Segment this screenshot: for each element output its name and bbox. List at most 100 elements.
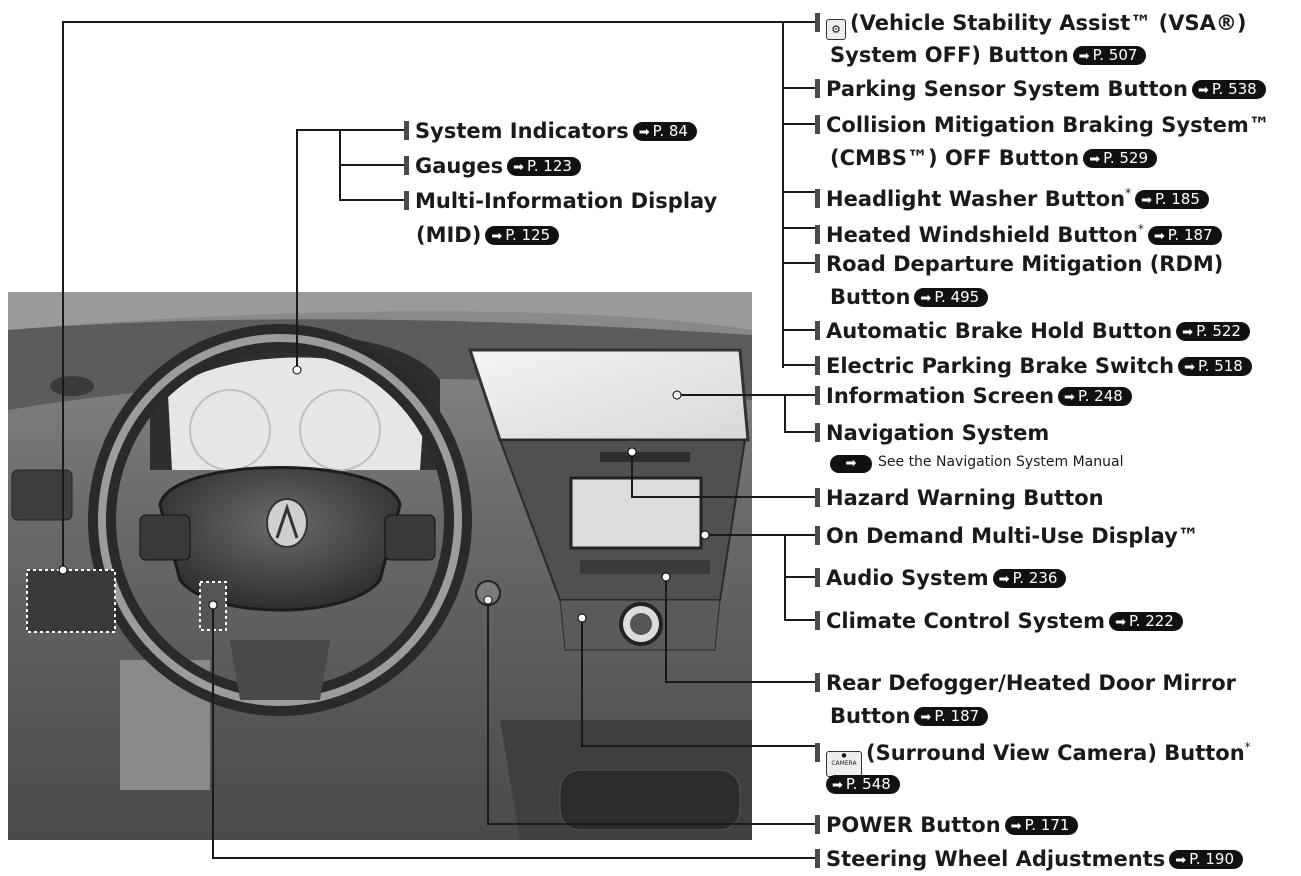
label-cmbs-line1: Collision Mitigation Braking System™ <box>815 112 1270 138</box>
label-navigation: Navigation System <box>815 420 1049 446</box>
leader-line-vsa <box>62 21 815 570</box>
label-rdm-line1: Road Departure Mitigation (RDM) <box>815 251 1223 277</box>
left-switch-panel <box>26 569 116 633</box>
label-text: Button <box>830 704 911 728</box>
leader-line-power <box>487 600 815 825</box>
gauge-face <box>168 357 425 470</box>
label-text: Audio System <box>826 566 989 590</box>
label-text: Hazard Warning Button <box>826 486 1104 510</box>
label-text: (Surround View Camera) Button <box>866 741 1245 765</box>
navigation-note: ➡See the Navigation System Manual <box>830 454 1123 473</box>
label-camera-line1: ●CAMERA(Surround View Camera) Button* <box>815 734 1251 777</box>
page-ref-badge[interactable]: ➡P. 495 <box>914 288 989 307</box>
label-camera-line2: ➡P. 548 <box>826 771 900 797</box>
page-ref-badge[interactable]: ➡P. 123 <box>507 157 581 176</box>
asterisk: * <box>1244 740 1251 754</box>
label-text: Headlight Washer Button <box>826 187 1126 211</box>
page-ref-badge[interactable]: ➡P. 222 <box>1109 612 1183 631</box>
arrow-pill-icon: ➡ <box>830 455 872 473</box>
console-tray <box>559 769 741 831</box>
label-mid-line1: Multi-Information Display <box>404 188 717 214</box>
label-headlight-washer: Headlight Washer Button*➡P. 185 <box>815 180 1209 212</box>
label-hazard: Hazard Warning Button <box>815 485 1104 511</box>
page-ref-badge[interactable]: ➡P. 529 <box>1083 149 1158 168</box>
label-system-indicators: System Indicators➡P. 84 <box>404 118 697 144</box>
page-ref-badge[interactable]: ➡P. 518 <box>1178 357 1252 376</box>
label-climate: Climate Control System➡P. 222 <box>815 608 1183 634</box>
hazard-strip <box>600 452 690 462</box>
label-audio: Audio System➡P. 236 <box>815 565 1067 591</box>
label-rdm-line2: Button➡P. 495 <box>830 284 989 310</box>
leader-line-system-indicators <box>296 129 408 370</box>
label-parking-sensor: Parking Sensor System Button➡P. 538 <box>815 76 1266 102</box>
label-brake-hold: Automatic Brake Hold Button➡P. 522 <box>815 318 1250 344</box>
gauge-right <box>299 389 381 471</box>
page-ref-badge[interactable]: ➡P. 125 <box>485 226 560 245</box>
camera-button-icon: ●CAMERA <box>826 751 862 777</box>
label-text: Information Screen <box>826 384 1055 408</box>
page-ref-badge[interactable]: ➡P. 522 <box>1176 322 1250 341</box>
label-text: (Vehicle Stability Assist™ (VSA®) <box>850 11 1247 35</box>
leader-line-mid <box>339 160 408 201</box>
label-text: Multi-Information Display <box>415 189 718 213</box>
label-text: Navigation System <box>826 421 1050 445</box>
page-ref-badge[interactable]: ➡P. 190 <box>1169 850 1243 869</box>
label-text: Electric Parking Brake Switch <box>826 354 1175 378</box>
info-screen-shape <box>467 348 750 442</box>
label-vsa-line1: ⚙(Vehicle Stability Assist™ (VSA®) <box>815 10 1246 40</box>
label-text: Steering Wheel Adjustments <box>826 847 1166 871</box>
page-ref-badge[interactable]: ➡P. 248 <box>1058 387 1132 406</box>
leader-dot <box>292 365 302 375</box>
label-text: (CMBS™) OFF Button <box>830 146 1080 170</box>
page-ref-badge[interactable]: ➡P. 84 <box>632 122 697 141</box>
label-bar <box>815 13 820 32</box>
vsa-off-icon: ⚙ <box>826 19 846 40</box>
page-ref-badge[interactable]: ➡P. 185 <box>1135 190 1209 209</box>
label-text: Automatic Brake Hold Button <box>826 319 1173 343</box>
label-steering-adjust: Steering Wheel Adjustments➡P. 190 <box>815 846 1243 872</box>
label-text: Button <box>830 285 911 309</box>
leader-line-audio-climate <box>784 535 815 621</box>
button-row <box>580 560 710 574</box>
leader-dot <box>672 390 682 400</box>
asterisk: * <box>1125 186 1132 200</box>
label-heated-windshield: Heated Windshield Button*➡P. 187 <box>815 216 1222 248</box>
leader-line-rear-defogger <box>665 577 815 683</box>
leader-dot <box>627 447 637 457</box>
leader-line-navigation <box>784 395 815 433</box>
page-ref-badge[interactable]: ➡P. 171 <box>1004 816 1079 835</box>
label-text: Gauges <box>415 154 504 178</box>
label-text: On Demand Multi-Use Display™ <box>826 524 1199 548</box>
leader-line-steering-adjust <box>212 605 815 859</box>
wheel-right-controls <box>384 514 436 561</box>
label-text: POWER Button <box>826 813 1001 837</box>
leader-dot <box>577 613 587 623</box>
leader-line-hazard <box>631 452 815 498</box>
label-rear-defogger-line2: Button➡P. 187 <box>830 703 989 729</box>
label-vsa-line2: System OFF) Button➡P. 507 <box>830 42 1147 68</box>
label-power: POWER Button➡P. 171 <box>815 812 1079 838</box>
leader-line-camera <box>581 618 815 747</box>
label-text: (MID) <box>416 223 482 247</box>
label-text: Rear Defogger/Heated Door Mirror <box>826 671 1236 695</box>
page-ref-badge[interactable]: ➡P. 187 <box>1147 226 1222 245</box>
page-ref-badge[interactable]: ➡P. 187 <box>914 707 989 726</box>
page-ref-badge[interactable]: ➡P. 507 <box>1072 46 1147 65</box>
left-vent <box>11 469 73 521</box>
center-display <box>569 476 703 550</box>
leader-dot <box>483 595 493 605</box>
wheel-lower-spoke <box>230 640 330 700</box>
label-text: Collision Mitigation Braking System™ <box>826 113 1270 137</box>
page-ref-badge[interactable]: ➡P. 548 <box>826 775 900 794</box>
label-text: Climate Control System <box>826 609 1106 633</box>
page-ref-badge[interactable]: ➡P. 538 <box>1191 80 1266 99</box>
leader-dot <box>661 572 671 582</box>
label-text: Heated Windshield Button <box>826 223 1138 247</box>
label-text: Parking Sensor System Button <box>826 77 1188 101</box>
label-gauges: Gauges➡P. 123 <box>404 153 581 179</box>
page-ref-badge[interactable]: ➡P. 236 <box>992 569 1067 588</box>
label-text: System Indicators <box>415 119 629 143</box>
